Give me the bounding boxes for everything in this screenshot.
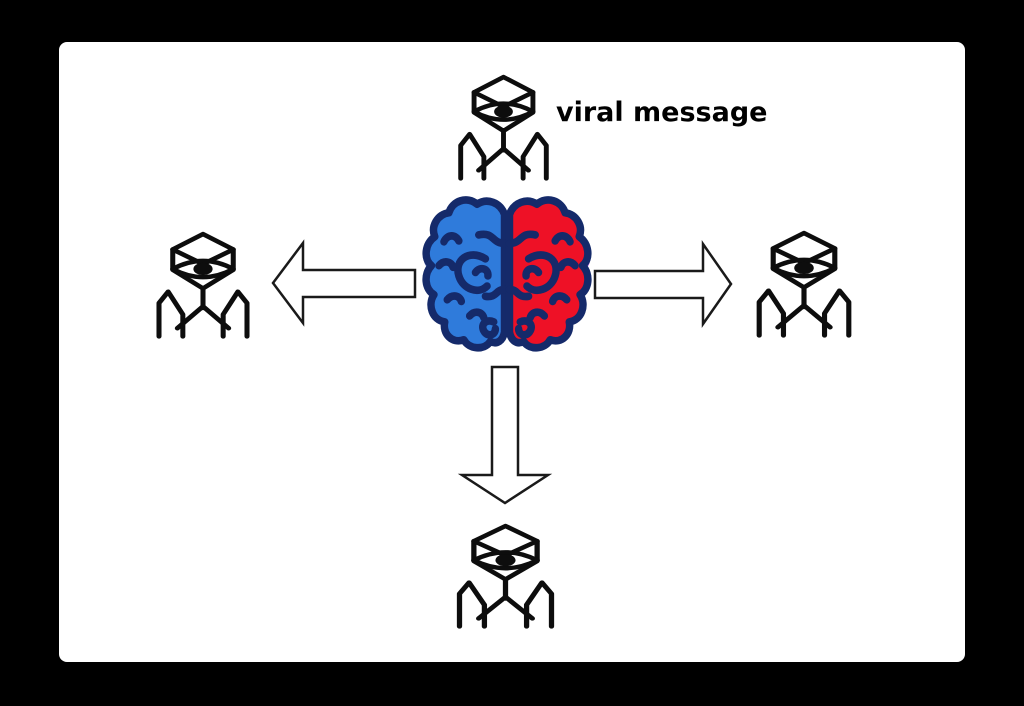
arrow-right-icon	[593, 240, 733, 328]
arrow-left-shape	[271, 239, 417, 327]
brain-right-hemisphere	[505, 196, 592, 352]
arrow-down-shape	[457, 365, 553, 505]
bacteriophage-icon-top	[450, 73, 557, 180]
bacteriophage-icon-bottom	[448, 522, 563, 628]
arrow-right-shape	[593, 240, 733, 328]
brain-icon	[422, 196, 592, 352]
brain-left-gyri	[435, 230, 509, 339]
arrow-down-icon	[457, 365, 553, 505]
arrow-left-icon	[271, 239, 417, 327]
bacteriophage-icon-right	[748, 229, 860, 337]
brain-right-gyri	[505, 230, 579, 339]
bacteriophage-icon-left	[148, 230, 258, 338]
viral-message-label: viral message	[556, 97, 768, 128]
diagram-panel: viral message	[59, 42, 965, 662]
brain-left-hemisphere	[422, 196, 509, 352]
